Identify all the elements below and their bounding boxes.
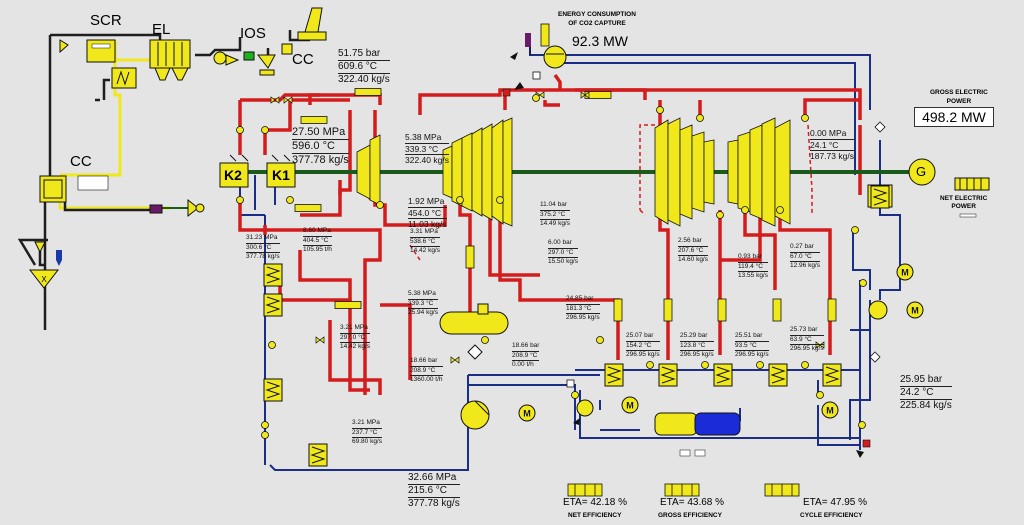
combustion-chamber: X [28,175,109,289]
net-efficiency-label: NET EFFICIENCY [568,512,622,519]
scr-label: SCR [90,12,122,29]
electrostatic-precipitator [149,39,191,81]
hp-turbine [356,134,381,206]
generator [908,158,936,186]
boiler-k2 [219,162,249,188]
deaerator [439,303,509,360]
k2-label: K2 [224,167,242,183]
purple-markers [525,33,531,55]
gross-efficiency-label: GROSS EFFICIENCY [658,512,722,519]
cycle-efficiency-value: ETA= 47.95 % [803,497,868,508]
scr-unit [59,39,116,63]
black-arrows [510,52,864,458]
ios-label: IOS [240,25,266,42]
water-lines [239,40,901,471]
gross-power-title: GROSS ELECTRIC POWER [930,89,988,105]
generator-label: G [916,164,927,179]
chimney [297,7,327,41]
efficiency-meters [567,483,800,497]
white-diamonds [532,71,886,388]
economizer-box [111,67,137,89]
el-label: EL [152,21,171,38]
lp-turbine-1 [654,117,715,227]
net-power-title: NET ELECTRIC POWER [940,195,988,210]
air-fan [149,198,205,218]
junction-dots [236,94,867,439]
svg-text:X: X [41,275,47,284]
lp-turbine-2 [727,117,791,227]
ios-unit [256,43,293,76]
co2-capture-unit [654,412,741,457]
steam-lines [238,73,862,395]
boiler-k1 [266,162,296,188]
cc-top-label: CC [292,51,314,68]
k1-label: K1 [272,167,290,183]
energy-value: 92.3 MW [572,33,629,49]
cycle-efficiency-label: CYCLE EFFICIENCY [800,512,863,519]
fan-el [213,51,255,66]
gross-power-value: 498.2 MW [914,107,994,127]
gross-efficiency-value: ETA= 43.68 % [660,497,725,508]
pumps [543,45,888,417]
feedwater-pump [460,400,490,430]
red-squares [502,88,871,448]
energy-title: ENERGY CONSUMPTION OF CO2 CAPTURE [558,11,636,27]
net-power-meter [954,177,990,218]
net-efficiency-value: ETA= 42.18 % [563,497,628,508]
ip-turbine [442,117,513,227]
cc-left-label: CC [70,153,92,170]
